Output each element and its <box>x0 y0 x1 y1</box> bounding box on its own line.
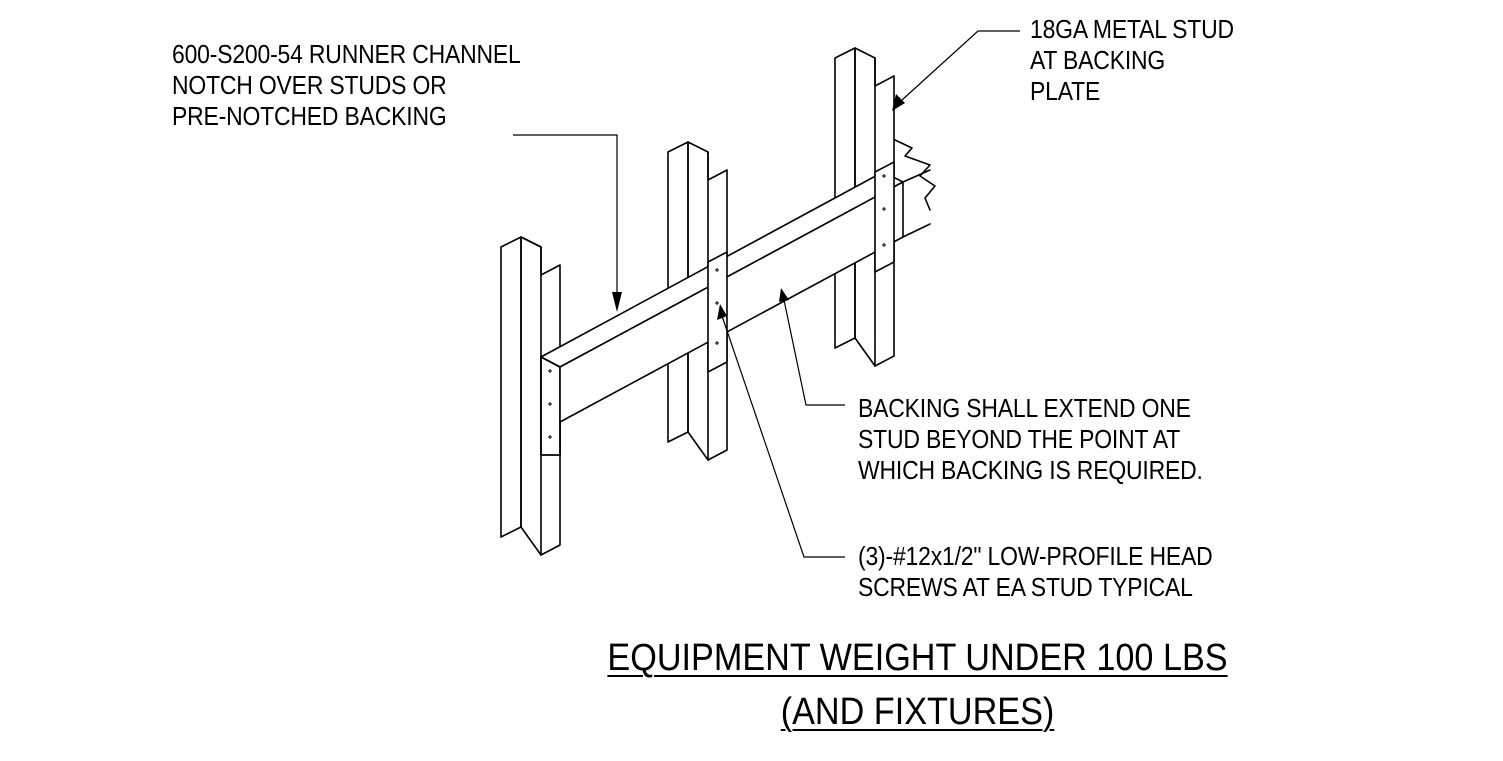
backing-extend-note: BACKING SHALL EXTEND ONE STUD BEYOND THE… <box>858 394 1203 487</box>
runner-note-line-2: NOTCH OVER STUDS OR <box>172 72 447 100</box>
runner-channel-backing <box>540 139 936 456</box>
stud-note-line-2: AT BACKING <box>1030 47 1166 75</box>
stud-note-line-1: 18GA METAL STUD <box>1030 16 1234 44</box>
metal-stud-note: 18GA METAL STUD AT BACKING PLATE <box>1030 15 1234 108</box>
left-stud <box>500 236 561 556</box>
screws-note-line-2: SCREWS AT EA STUD TYPICAL <box>858 574 1193 602</box>
runner-note-line-3: PRE-NOTCHED BACKING <box>172 103 447 131</box>
extend-note-line-3: WHICH BACKING IS REQUIRED. <box>858 457 1203 485</box>
screws-note-line-1: (3)-#12x1/2" LOW-PROFILE HEAD <box>858 543 1213 571</box>
leader-runner <box>513 134 622 312</box>
leader-stud <box>892 30 1020 111</box>
runner-channel-note: 600-S200-54 RUNNER CHANNEL NOTCH OVER ST… <box>172 40 521 133</box>
runner-note-line-1: 600-S200-54 RUNNER CHANNEL <box>172 41 521 69</box>
leader-screws <box>717 304 845 558</box>
screw-marks <box>548 174 886 439</box>
stud-note-line-3: PLATE <box>1030 78 1101 106</box>
detail-title-line-2: (AND FIXTURES) <box>780 691 1055 733</box>
leader-extend <box>779 288 845 406</box>
screws-note: (3)-#12x1/2" LOW-PROFILE HEAD SCREWS AT … <box>858 542 1213 604</box>
detail-title-line-1: EQUIPMENT WEIGHT UNDER 100 LBS <box>607 637 1228 679</box>
extend-note-line-2: STUD BEYOND THE POINT AT <box>858 426 1181 454</box>
extend-note-line-1: BACKING SHALL EXTEND ONE <box>858 395 1191 423</box>
